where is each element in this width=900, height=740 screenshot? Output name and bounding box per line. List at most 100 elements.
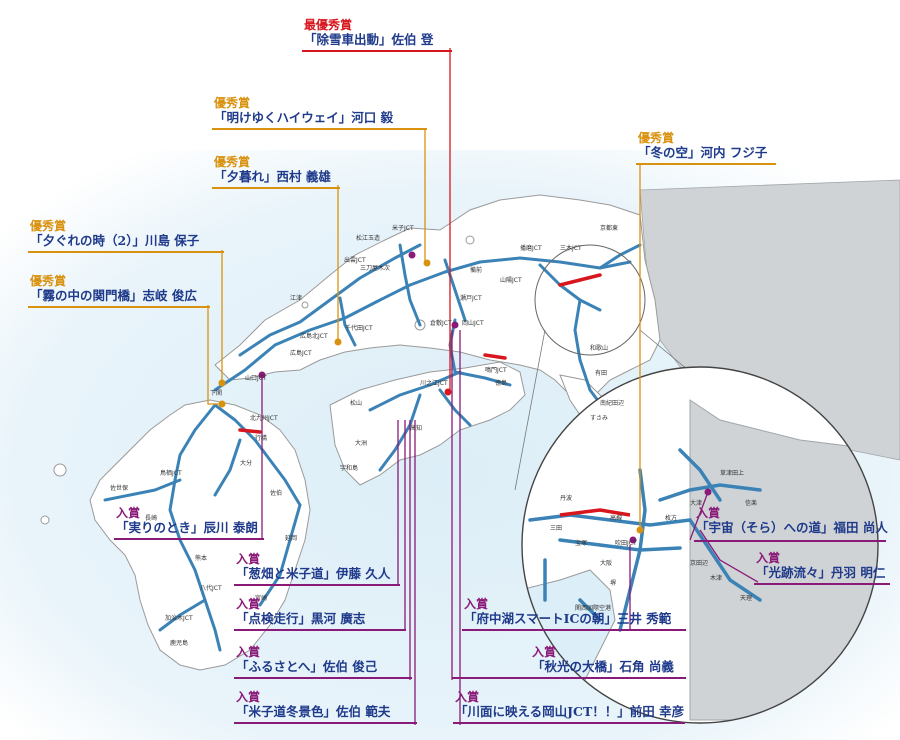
shikoku-land: [329, 361, 526, 486]
award-title: 「点検走行」黒河 廣志: [236, 611, 366, 626]
svg-text:加治木JCT: 加治木JCT: [165, 614, 193, 622]
award-title: 「川面に映える岡山JCT！！」前田 幸彦: [455, 704, 685, 719]
award-nyusho-8: 入賞 「川面に映える岡山JCT！！」前田 幸彦: [455, 690, 684, 720]
svg-text:徳島: 徳島: [495, 379, 507, 387]
award-rank: 優秀賞: [638, 131, 675, 145]
award-rank: 入賞: [455, 690, 480, 704]
underline: [462, 629, 686, 631]
svg-text:佐伯: 佐伯: [270, 489, 282, 497]
svg-text:吹田JCT: 吹田JCT: [615, 539, 637, 547]
svg-text:佐世保: 佐世保: [110, 484, 128, 492]
svg-text:山陽JCT: 山陽JCT: [500, 276, 522, 284]
award-title: 「除雪車出動」佐伯 登: [304, 32, 434, 47]
place-names: 米子JCT 松江玉造 出雲JCT 三刀屋木次 江津 広島北JCT 千代田JCT …: [110, 224, 757, 647]
svg-text:宇和島: 宇和島: [340, 464, 358, 472]
award-nyusho-1: 入賞 「実りのとき」辰川 泰朗: [116, 506, 258, 536]
underline: [452, 677, 686, 679]
svg-text:鳥栖JCT: 鳥栖JCT: [160, 469, 182, 477]
island: [301, 301, 309, 309]
award-title: 「宇宙（そら）への道」福田 尚人: [696, 520, 888, 535]
award-rank: 入賞: [236, 690, 261, 704]
award-title: 「冬の空」河内 フジ子: [638, 145, 768, 160]
award-yushu-5: 優秀賞 「冬の空」河内 フジ子: [638, 131, 767, 161]
award-rank: 入賞: [236, 552, 261, 566]
svg-text:倉敷JCT: 倉敷JCT: [430, 319, 452, 327]
award-title: 「夕暮れ」西村 義雄: [214, 169, 331, 184]
zoom-circle: [534, 244, 646, 356]
underline: [694, 540, 886, 542]
award-rank: 入賞: [696, 506, 721, 520]
svg-text:信楽: 信楽: [745, 499, 757, 507]
inset-circle: [521, 366, 879, 724]
award-nyusho-9: 入賞 「宇宙（そら）への道」福田 尚人: [696, 506, 888, 536]
svg-text:下関: 下関: [210, 390, 222, 397]
honshu-land: [214, 194, 661, 406]
svg-text:有田: 有田: [595, 369, 607, 377]
award-nyusho-3: 入賞 「点検走行」黒河 廣志: [236, 597, 365, 627]
svg-text:松山: 松山: [350, 399, 362, 407]
award-nyusho-10: 入賞 「光跡流々」丹羽 明仁: [756, 551, 885, 581]
svg-text:山口JCT: 山口JCT: [245, 374, 267, 382]
award-rank: 優秀賞: [30, 219, 67, 233]
award-title: 「光跡流々」丹羽 明仁: [756, 565, 886, 580]
award-title: 「明けゆくハイウェイ」河口 毅: [214, 110, 394, 125]
svg-text:京田辺: 京田辺: [690, 559, 708, 567]
svg-text:八代JCT: 八代JCT: [200, 584, 222, 592]
underline: [234, 584, 400, 586]
award-nyusho-6: 入賞 「府中湖スマートICの朝」三井 秀範: [464, 597, 671, 627]
svg-text:広島北JCT: 広島北JCT: [300, 332, 328, 340]
svg-text:和歌山: 和歌山: [590, 344, 608, 352]
svg-text:熊本: 熊本: [195, 554, 207, 562]
svg-text:松江玉造: 松江玉造: [356, 234, 380, 242]
svg-text:大分: 大分: [240, 459, 252, 467]
svg-text:高槻: 高槻: [610, 514, 622, 522]
award-rank: 入賞: [464, 597, 489, 611]
award-saiyushu: 最優秀賞 「除雪車出動」佐伯 登: [304, 18, 433, 48]
underline: [453, 722, 685, 724]
underline: [234, 722, 417, 724]
award-rank: 優秀賞: [214, 155, 251, 169]
svg-text:出雲JCT: 出雲JCT: [344, 256, 366, 264]
highlight-segments: [238, 273, 602, 434]
zoom-connector: [514, 329, 546, 491]
svg-text:岡山JCT: 岡山JCT: [462, 319, 484, 327]
svg-text:三木JCT: 三木JCT: [560, 244, 582, 252]
svg-text:草津田上: 草津田上: [720, 469, 744, 477]
award-title: 「実りのとき」辰川 泰朗: [116, 520, 258, 535]
svg-text:木津: 木津: [710, 574, 722, 582]
svg-text:播磨JCT: 播磨JCT: [520, 244, 542, 252]
award-rank: 入賞: [236, 597, 261, 611]
award-title: 「ふるさとへ」佐伯 俊己: [236, 659, 378, 674]
award-title: 「夕ぐれの時（2）」川島 保子: [30, 233, 200, 248]
svg-text:枚方: 枚方: [665, 514, 677, 522]
award-title: 「府中湖スマートICの朝」三井 秀範: [464, 611, 672, 626]
kyushu-land: [89, 399, 311, 671]
underline: [212, 187, 340, 189]
svg-text:行橋: 行橋: [255, 434, 267, 442]
svg-text:南紀田辺: 南紀田辺: [600, 399, 624, 407]
svg-text:京都東: 京都東: [600, 224, 618, 232]
svg-text:長崎: 長崎: [145, 514, 157, 522]
island: [465, 235, 475, 245]
svg-text:大阪: 大阪: [600, 559, 612, 567]
svg-text:鳴門JCT: 鳴門JCT: [485, 366, 507, 374]
svg-text:宝塚: 宝塚: [575, 539, 587, 547]
award-yushu-4: 優秀賞 「霧の中の関門橋」志岐 俊広: [30, 274, 197, 304]
award-yushu-3: 優秀賞 「夕ぐれの時（2）」川島 保子: [30, 219, 199, 249]
svg-text:関西国際空港: 関西国際空港: [575, 604, 611, 612]
award-rank: 最優秀賞: [304, 18, 353, 32]
underline: [212, 128, 427, 130]
svg-text:江津: 江津: [290, 295, 302, 302]
svg-text:宮崎: 宮崎: [255, 594, 267, 602]
award-title: 「秋光の大橋」石角 尚義: [532, 659, 674, 674]
underline: [114, 538, 264, 540]
kansai-inset: [522, 367, 878, 723]
award-yushu-2: 優秀賞 「夕暮れ」西村 義雄: [214, 155, 331, 185]
svg-text:広島JCT: 広島JCT: [290, 349, 312, 357]
award-rank: 優秀賞: [30, 274, 67, 288]
svg-text:鹿児島: 鹿児島: [170, 639, 188, 647]
underline: [234, 677, 412, 679]
svg-text:高知: 高知: [410, 424, 422, 432]
island: [53, 463, 67, 477]
